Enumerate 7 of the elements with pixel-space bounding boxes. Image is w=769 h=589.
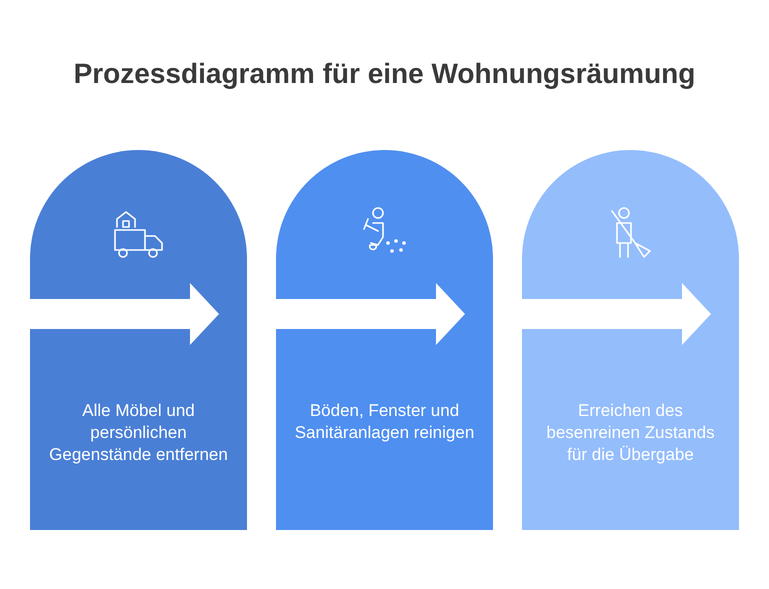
step-panel (276, 150, 493, 530)
step-text: Erreichen des besenreinen Zustands für die Übergabe (545, 400, 716, 466)
title: Prozessdiagramm für eine Wohnungsräumung (72, 58, 696, 90)
step-text: Alle Möbel und persönlichen Gegenstände entfernen (48, 400, 229, 466)
step-panel (30, 150, 247, 530)
step-text: Böden, Fenster und Sanitäranlagen reinigen (294, 400, 476, 444)
step-panel (522, 150, 739, 530)
